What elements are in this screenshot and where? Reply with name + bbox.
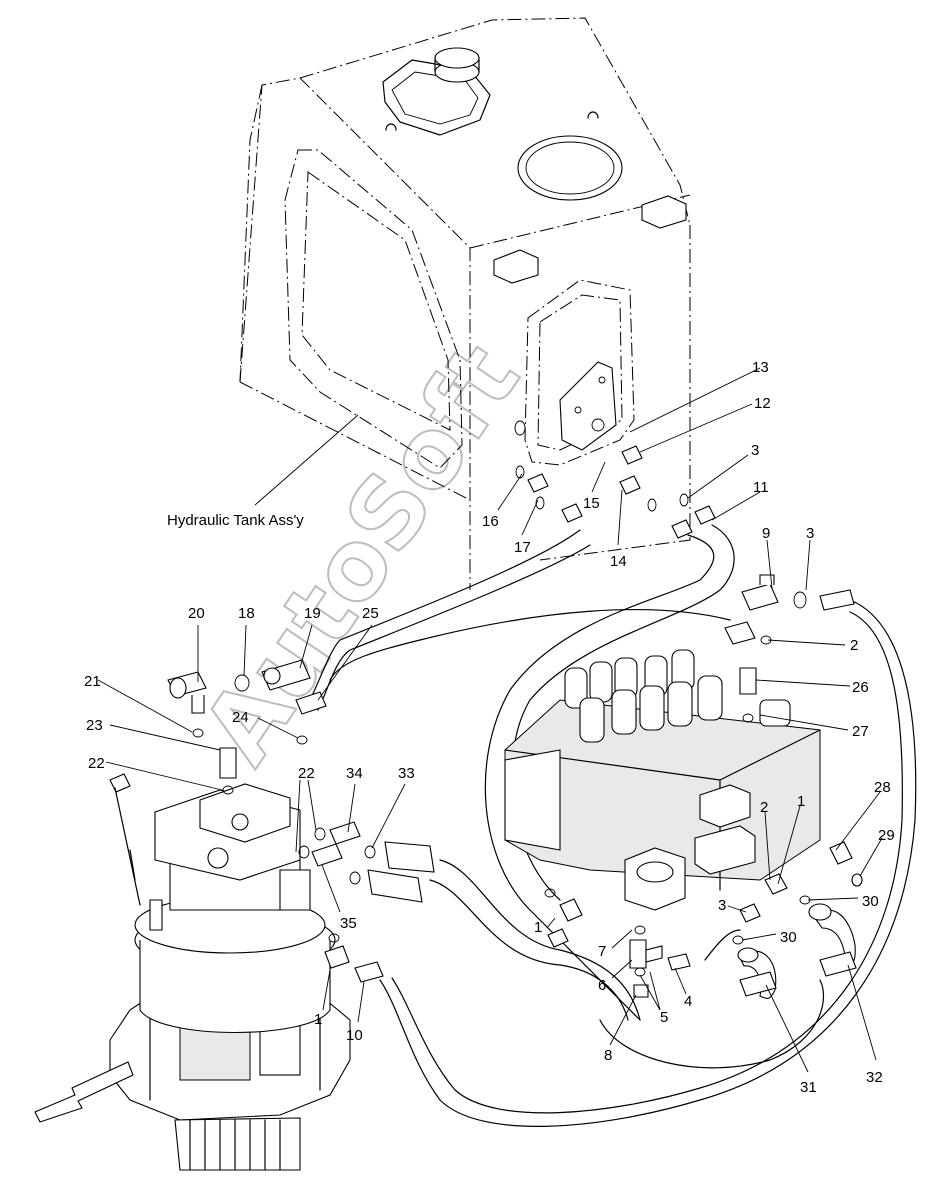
callout-20: 20 xyxy=(188,605,205,622)
pipes xyxy=(737,903,857,1000)
callout-33: 33 xyxy=(398,765,415,782)
callout-7: 7 xyxy=(598,943,606,960)
swing-motor xyxy=(109,773,351,1171)
callout-11: 11 xyxy=(753,479,769,496)
callout-8: 8 xyxy=(604,1047,612,1064)
callout-6: 6 xyxy=(598,977,606,994)
callout-3: 3 xyxy=(718,897,726,914)
callout-5: 5 xyxy=(660,1009,668,1026)
callout-25: 25 xyxy=(362,605,379,622)
callout-9: 9 xyxy=(762,525,770,542)
callout-17: 17 xyxy=(514,539,531,556)
callout-13: 13 xyxy=(752,359,769,376)
caption-hydraulic-tank-assy: Hydraulic Tank Ass'y xyxy=(167,512,304,529)
control-valve xyxy=(504,649,821,911)
callout-22: 22 xyxy=(298,765,315,782)
callout-27: 27 xyxy=(852,723,869,740)
callout-3: 3 xyxy=(806,525,814,542)
hose-lines xyxy=(309,524,917,1127)
callout-35: 35 xyxy=(340,915,357,932)
motor-fittings xyxy=(167,659,435,983)
callout-29: 29 xyxy=(878,827,895,844)
callout-1: 1 xyxy=(534,919,542,936)
callout-30: 30 xyxy=(862,893,879,910)
callout-30: 30 xyxy=(780,929,797,946)
callout-19: 19 xyxy=(304,605,321,622)
leader-lines xyxy=(97,367,883,1073)
callout-3: 3 xyxy=(751,442,759,459)
callout-labels: 13 12 3 11 15 16 17 14 9 3 2 20 18 19 25… xyxy=(84,359,895,1096)
callout-2: 2 xyxy=(760,799,768,816)
callout-21: 21 xyxy=(84,673,101,690)
callout-16: 16 xyxy=(482,513,499,530)
callout-4: 4 xyxy=(684,993,692,1010)
callout-12: 12 xyxy=(754,395,771,412)
callout-1: 1 xyxy=(314,1011,322,1028)
callout-2: 2 xyxy=(850,637,858,654)
valve-fittings xyxy=(544,574,863,998)
hydraulic-tank-outline xyxy=(239,17,691,590)
callout-14: 14 xyxy=(610,553,627,570)
callout-1: 1 xyxy=(797,793,805,810)
callout-34: 34 xyxy=(346,765,363,782)
tank-fittings xyxy=(514,420,716,539)
caption-leader xyxy=(254,414,359,506)
callout-24: 24 xyxy=(232,709,249,726)
callout-23: 23 xyxy=(86,717,103,734)
callout-18: 18 xyxy=(238,605,255,622)
callout-28: 28 xyxy=(874,779,891,796)
callout-31: 31 xyxy=(800,1079,817,1096)
callout-10: 10 xyxy=(346,1027,363,1044)
front-direction-arrow-icon xyxy=(34,1061,134,1123)
callout-32: 32 xyxy=(866,1069,883,1086)
callout-22: 22 xyxy=(88,755,105,772)
callout-26: 26 xyxy=(852,679,869,696)
callout-15: 15 xyxy=(583,495,600,512)
